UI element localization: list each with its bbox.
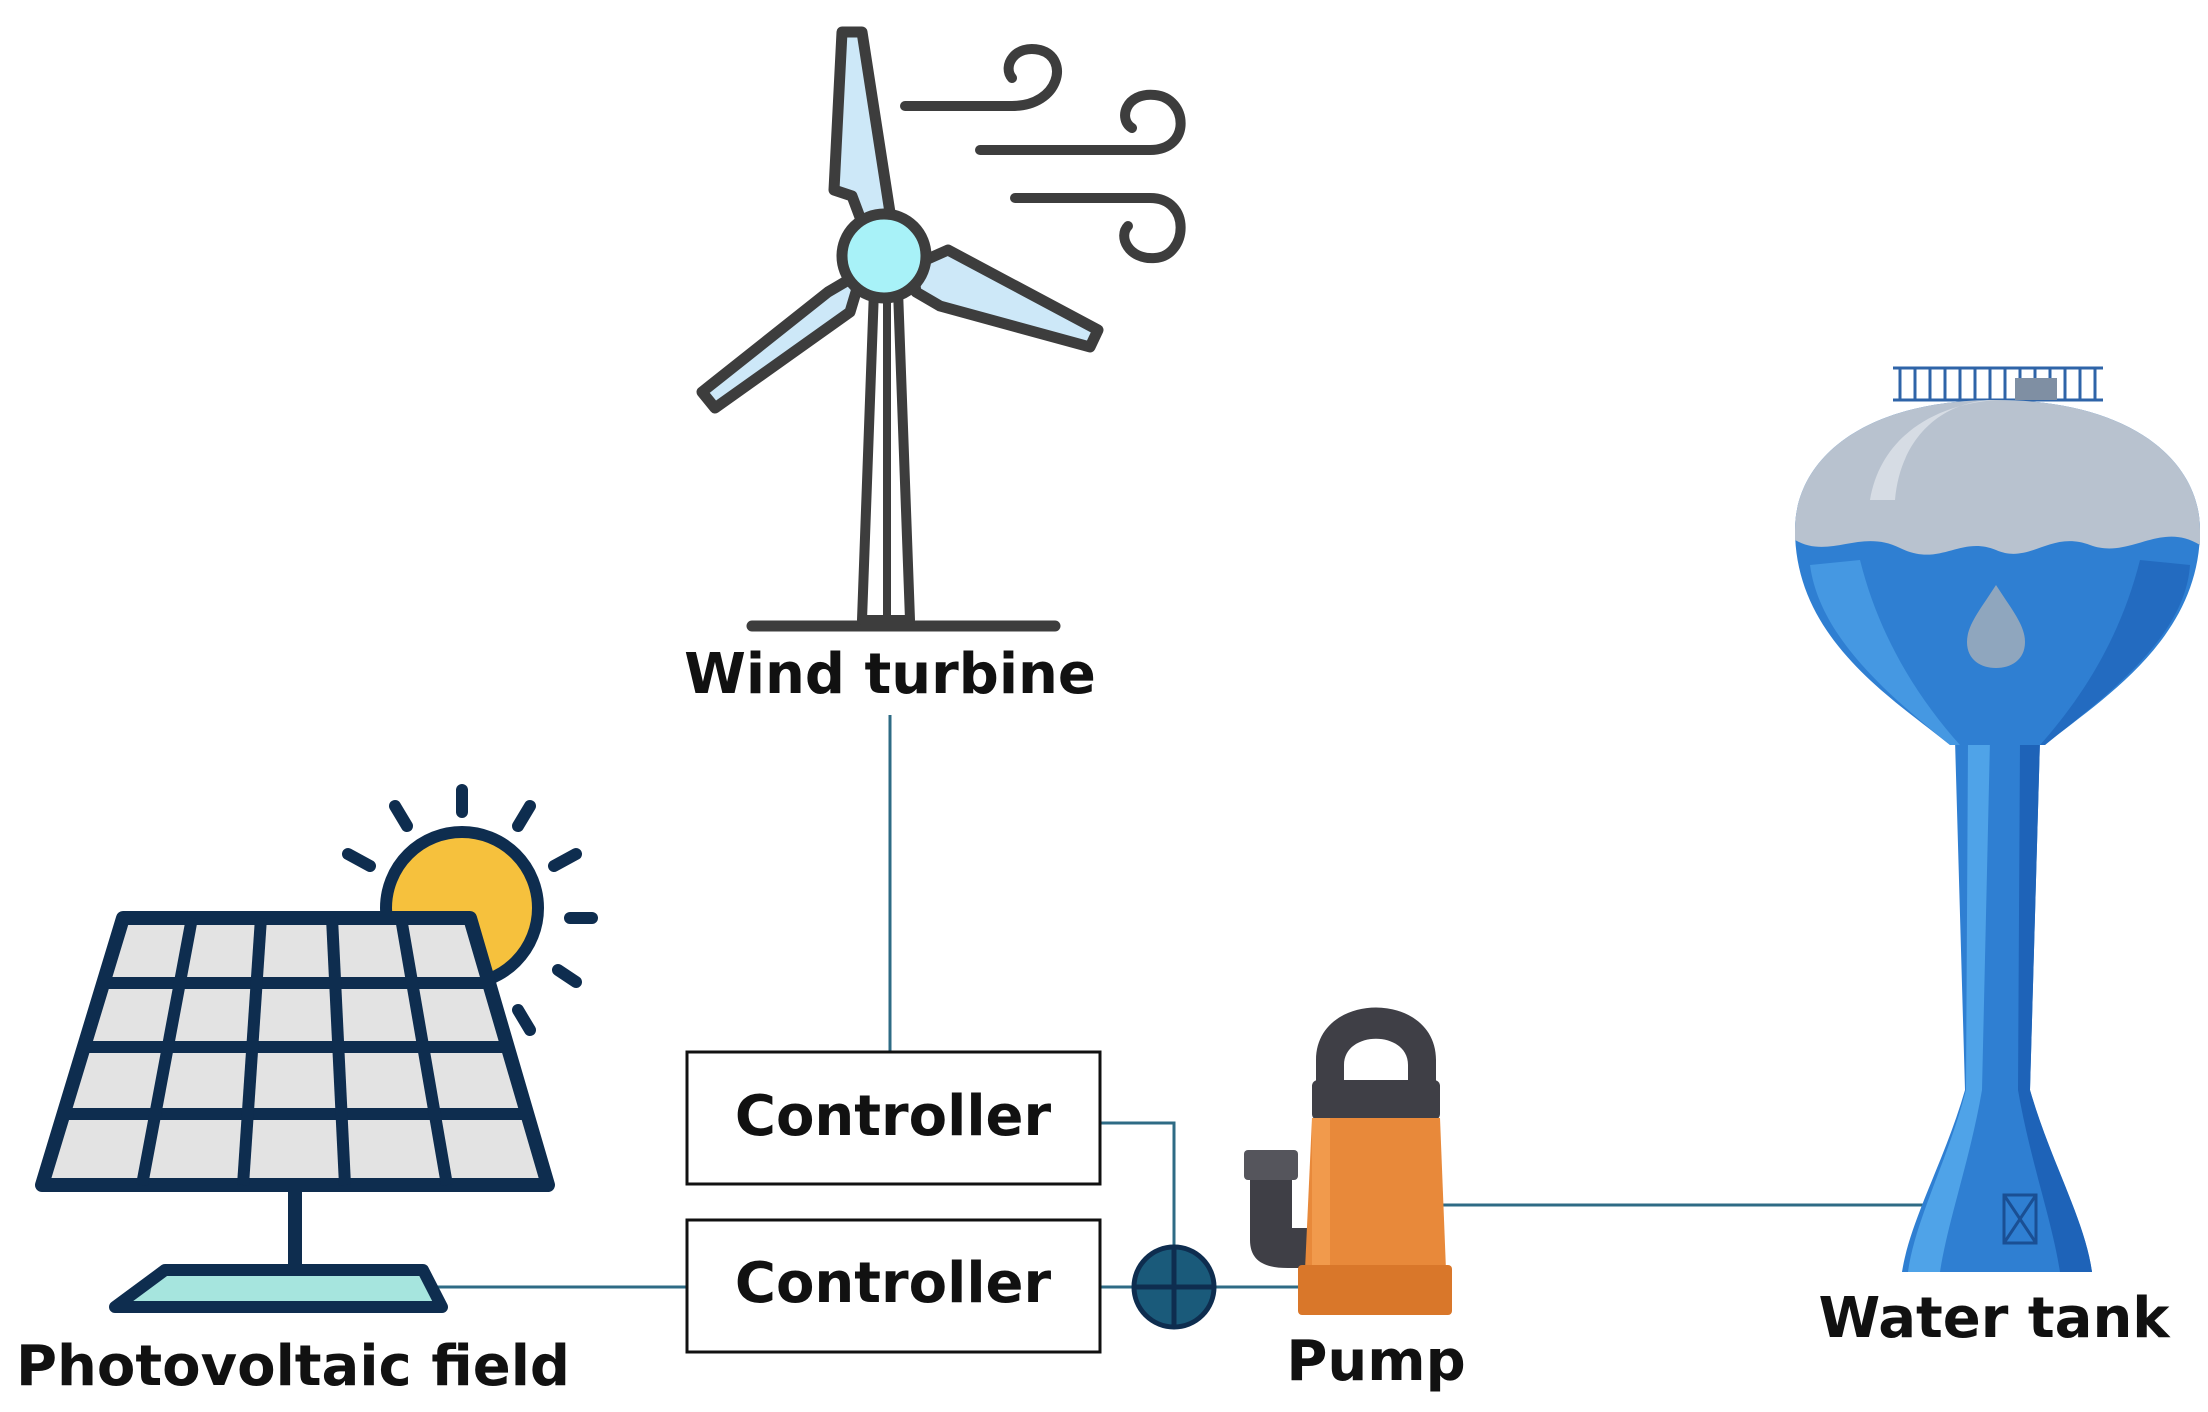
controller-bottom-box: Controller (685, 1218, 1102, 1354)
submersible-pump-icon (1244, 1007, 1452, 1315)
pump-handle (1316, 1007, 1436, 1085)
water-tower-icon (1795, 366, 2200, 1272)
water-tank-label: Water tank (1818, 1286, 2171, 1351)
wind-turbine-icon (696, 26, 1104, 632)
wind-gust-icon (900, 44, 1186, 264)
turbine-hub (836, 208, 932, 304)
controller-top-box: Controller (685, 1050, 1102, 1186)
wind-turbine-label: Wind turbine (684, 642, 1096, 707)
solar-panel-icon (35, 911, 555, 1313)
water-drop-icon (1967, 585, 2025, 668)
solar-panel-base (109, 1264, 448, 1313)
pump-label: Pump (1286, 1329, 1465, 1394)
connector-lines (430, 715, 1930, 1289)
controller-top-to-junction-line (1100, 1121, 1176, 1250)
controller-top-label: Controller (735, 1084, 1052, 1149)
turbine-blade-left (696, 266, 868, 414)
summing-junction-icon (1131, 1244, 1217, 1330)
turbine-blade-right (906, 244, 1104, 353)
pump-body (1305, 1118, 1446, 1270)
photovoltaic-field-label: Photovoltaic field (16, 1334, 570, 1399)
controller-bottom-label: Controller (735, 1251, 1052, 1316)
